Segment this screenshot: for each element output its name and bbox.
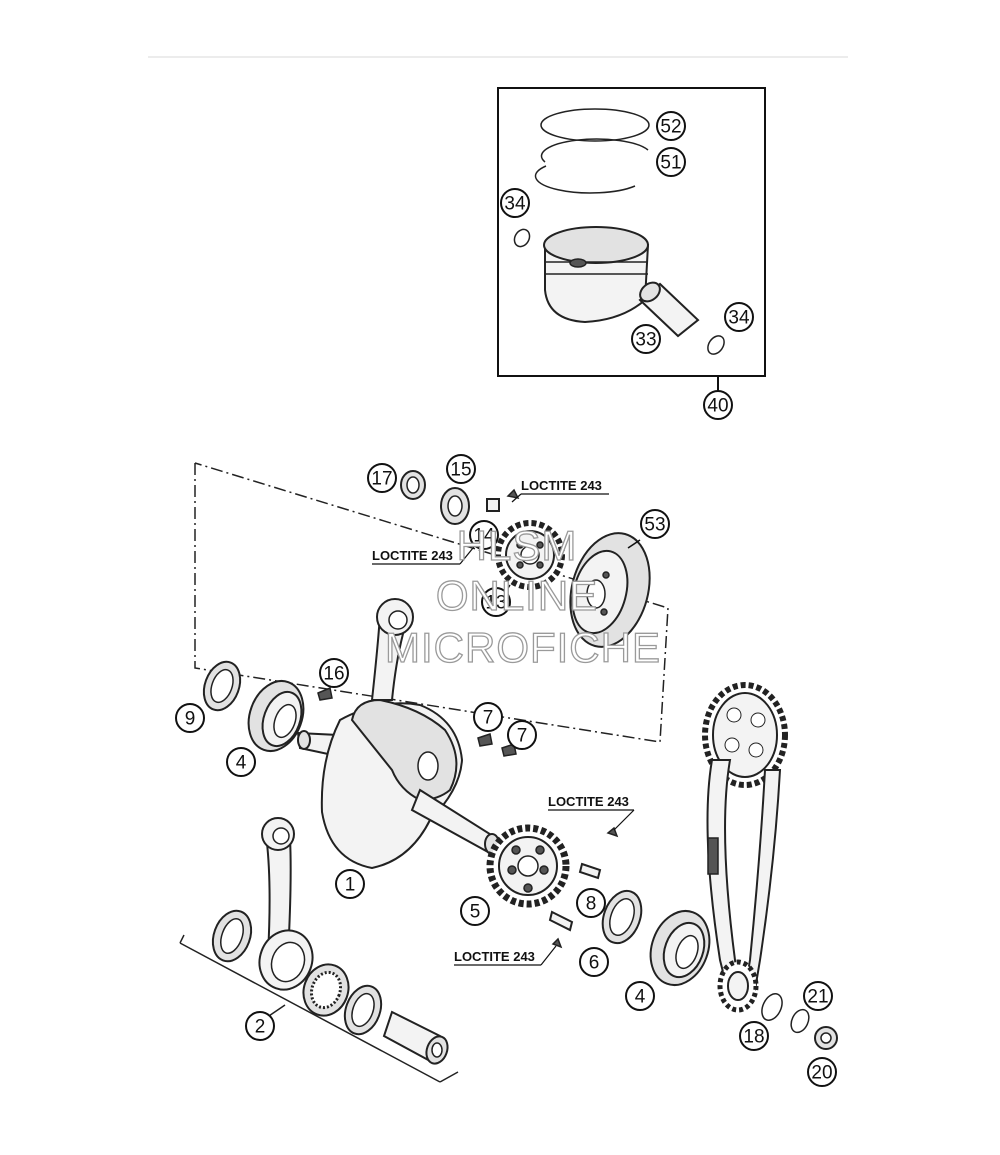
piston-pin — [638, 281, 700, 338]
inset-frame — [497, 87, 766, 377]
timing-chain-assembly — [702, 682, 838, 1050]
callout-label: 1 — [345, 875, 356, 896]
callout-4a: 4 — [226, 747, 256, 777]
left-bearing-group — [202, 660, 333, 752]
callout-34b: 34 — [724, 302, 754, 332]
watermark-line-3: MICROFICHE — [385, 624, 661, 671]
callout-15: 15 — [446, 454, 476, 484]
callout-34a: 34 — [500, 188, 530, 218]
piston — [543, 226, 650, 324]
callout-1: 1 — [335, 869, 365, 899]
loctite-label-2: LOCTITE 243 — [372, 548, 453, 563]
callout-label: 6 — [589, 953, 600, 974]
gear-bolts-8 — [548, 826, 619, 949]
callout-52: 52 — [656, 111, 686, 141]
watermark: HLSM ONLINE MICROFICHE — [384, 521, 661, 671]
callout-8: 8 — [576, 888, 606, 918]
callout-label: 5 — [470, 902, 481, 923]
callout-label: 34 — [728, 308, 750, 329]
callout-label: 16 — [323, 664, 344, 685]
callout-label: 13 — [485, 593, 506, 614]
watermark-line-2: ONLINE — [436, 572, 598, 619]
callout-label: 33 — [635, 330, 656, 351]
lock-pin — [506, 488, 520, 500]
callout-label: 2 — [255, 1017, 266, 1038]
callout-label: 14 — [473, 526, 495, 547]
callout-label: 15 — [450, 460, 471, 481]
key-7a — [477, 733, 493, 747]
right-bearing-group — [601, 889, 711, 986]
callout-6: 6 — [579, 947, 609, 977]
callout-label: 7 — [483, 708, 494, 729]
callout-label: 51 — [660, 153, 681, 174]
callout-18: 18 — [739, 1021, 769, 1051]
circlip-right — [707, 335, 725, 355]
callout-7a: 7 — [473, 702, 503, 732]
callout-14: 14 — [469, 520, 499, 550]
loctite-label-3: LOCTITE 243 — [548, 794, 629, 809]
key-7b — [501, 743, 517, 757]
callout-40: 40 — [703, 390, 733, 420]
piston-kit-inset — [497, 87, 766, 392]
piston-ring-52 — [540, 108, 650, 142]
callout-label: 53 — [644, 515, 665, 536]
callout-label: 21 — [807, 987, 828, 1008]
callout-5: 5 — [460, 896, 490, 926]
piston-ring-51 — [540, 138, 649, 163]
callout-2: 2 — [245, 1011, 275, 1041]
primary-gear-5 — [486, 824, 570, 908]
callout-label: 18 — [743, 1027, 764, 1048]
callout-53: 53 — [640, 509, 670, 539]
watermark-line-1: HLSM — [457, 522, 578, 569]
callout-17: 17 — [367, 463, 397, 493]
callout-label: 52 — [660, 117, 681, 138]
callout-21: 21 — [803, 981, 833, 1011]
callout-51: 51 — [656, 147, 686, 177]
key-16 — [317, 686, 333, 701]
washer-18 — [761, 993, 783, 1021]
callout-label: 7 — [517, 726, 528, 747]
flywheel-53 — [569, 532, 651, 648]
loctite-label-4: LOCTITE 243 — [454, 949, 535, 964]
callout-label: 34 — [504, 194, 526, 215]
callout-label: 4 — [635, 987, 646, 1008]
callout-9: 9 — [175, 703, 205, 733]
callout-label: 9 — [185, 709, 196, 730]
callout-16: 16 — [319, 658, 349, 688]
circlip-left — [513, 228, 531, 248]
callout-label: 40 — [707, 396, 728, 417]
balancer-gear-group — [400, 470, 565, 597]
washer-21 — [790, 1008, 810, 1034]
loctite-labels: LOCTITE 243 LOCTITE 243 LOCTITE 243 LOCT… — [372, 478, 635, 966]
callout-label: 8 — [586, 894, 597, 915]
screw-14 — [486, 498, 500, 512]
connecting-rod-2 — [179, 817, 459, 1083]
callout-13: 13 — [481, 587, 511, 617]
loctite-label-1: LOCTITE 243 — [521, 478, 602, 493]
callout-label: 20 — [811, 1063, 832, 1084]
crankshaft-1 — [296, 598, 517, 870]
callout-20: 20 — [807, 1057, 837, 1087]
callout-4b: 4 — [625, 981, 655, 1011]
callout-label: 17 — [371, 469, 392, 490]
callout-33: 33 — [631, 324, 661, 354]
callout-7b: 7 — [507, 720, 537, 750]
callout-label: 4 — [236, 753, 247, 774]
